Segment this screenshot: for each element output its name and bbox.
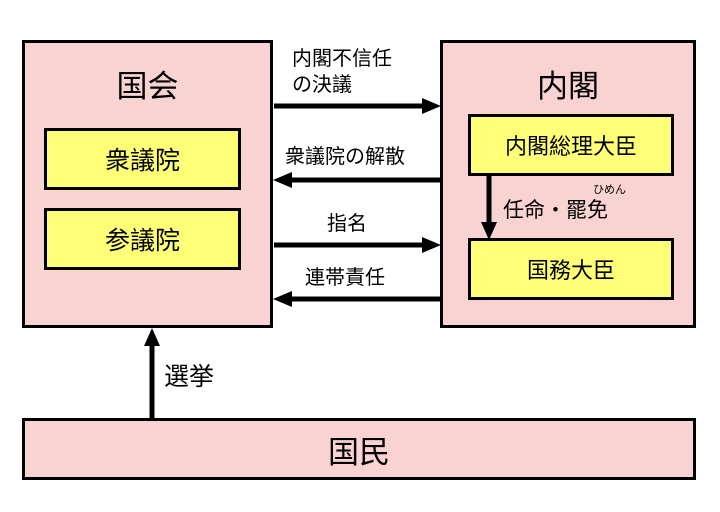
house-of-representatives-box: 衆議院 <box>44 128 241 190</box>
no-confidence-label-line2: の決議 <box>292 72 352 96</box>
no-confidence-label-line1: 内閣不信任 <box>292 46 392 70</box>
diet-title: 国会 <box>116 69 179 105</box>
cabinet-title: 内閣 <box>537 69 599 105</box>
election-label: 選挙 <box>164 362 215 391</box>
people-title: 国民 <box>328 434 390 471</box>
house-of-councillors-box: 参議院 <box>44 208 241 270</box>
people-box: 国民 <box>22 418 696 480</box>
no-confidence-arrowhead <box>422 98 441 114</box>
dissolution-arrowhead <box>273 172 292 188</box>
appointment-label: 任命・罷免 <box>503 198 608 222</box>
election-arrowhead <box>144 328 160 346</box>
prime-minister-box: 内閣総理大臣 <box>468 114 674 176</box>
ministers-box: 国務大臣 <box>468 238 674 300</box>
dissolution-label: 衆議院の解散 <box>285 144 405 168</box>
nomination-label: 指名 <box>327 211 367 235</box>
appointment-arrowhead <box>481 222 497 240</box>
joint-responsibility-label: 連帯責任 <box>305 265 385 289</box>
nomination-arrowhead <box>422 237 441 253</box>
appointment-ruby: ひめん <box>593 183 626 196</box>
joint-responsibility-arrowhead <box>273 291 292 307</box>
